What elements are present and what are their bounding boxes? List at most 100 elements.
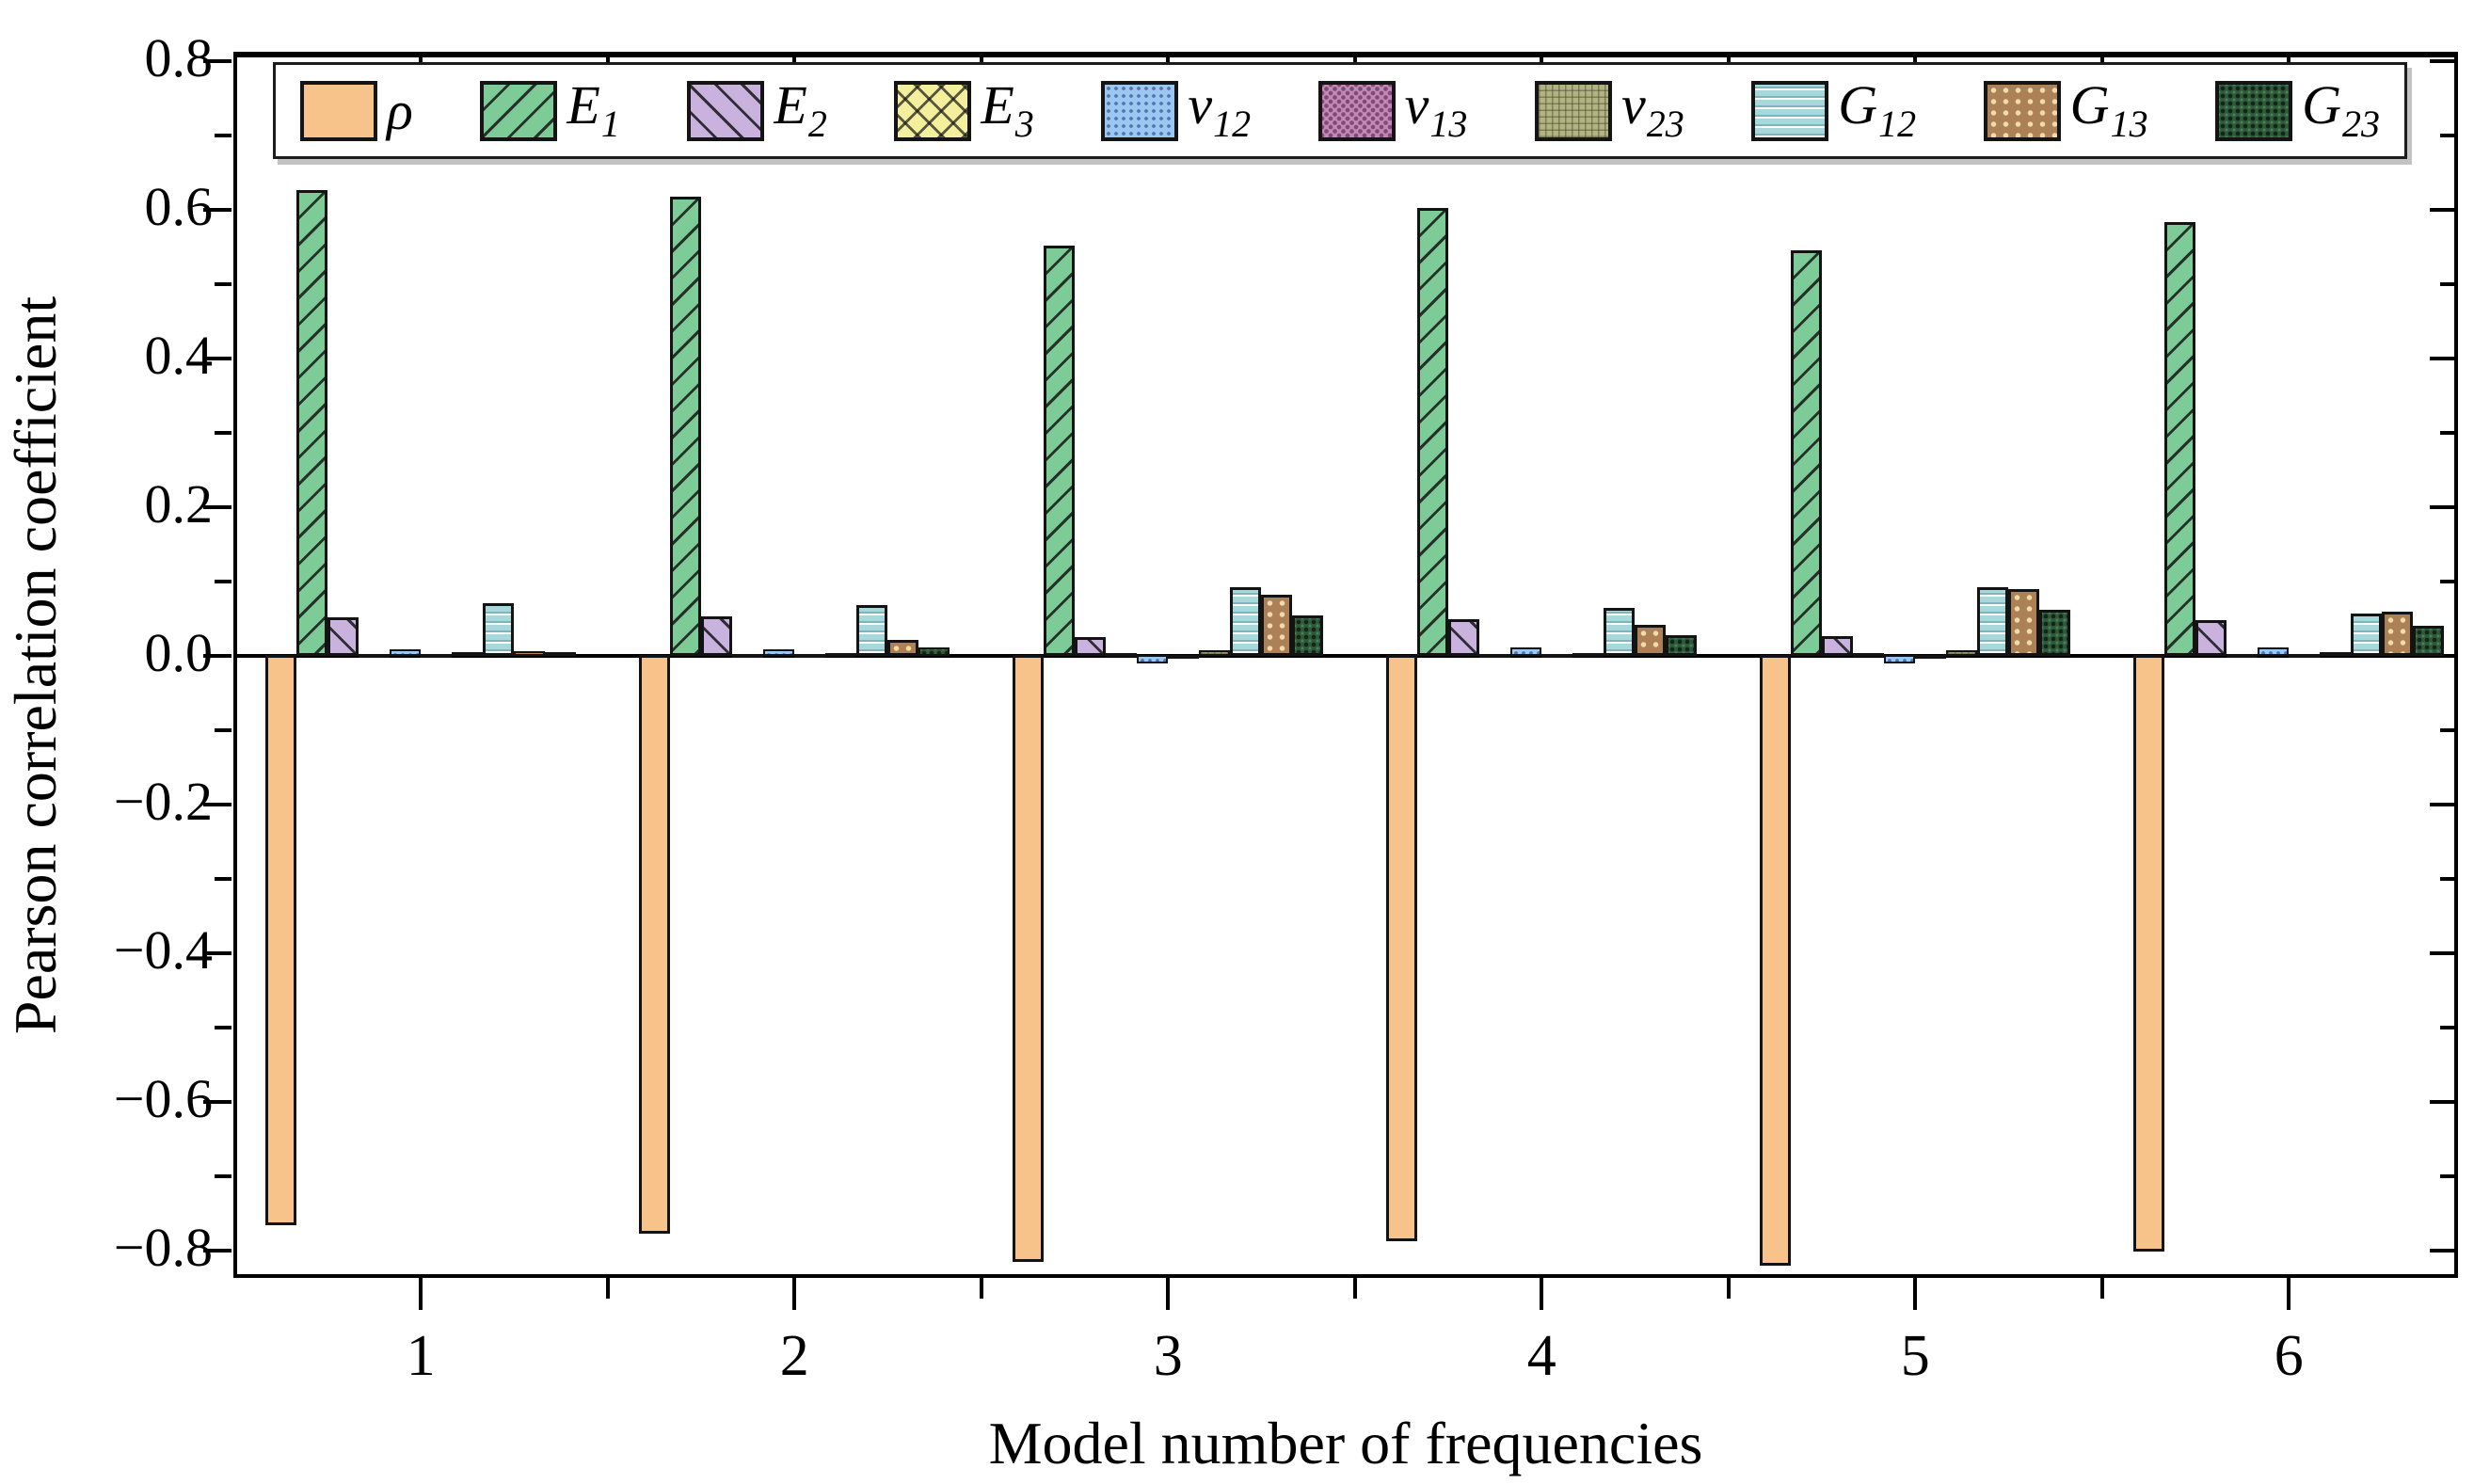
legend-label-E3: E3 [981,78,1033,143]
y-minor-tick-right [2440,282,2454,286]
legend-item-G23: G23 [2215,78,2380,143]
bar-E1-group6 [2164,222,2196,656]
bar-G12-group1 [483,603,515,656]
legend-item-E1: E1 [480,78,620,143]
legend-label-G12: G12 [1838,78,1916,143]
legend-label-G13: G13 [2070,78,2148,143]
bar-v12-group6 [2258,647,2290,656]
bar-v13-group1 [421,654,453,658]
bar-G12-group6 [2351,614,2383,656]
bar-v13-group2 [794,654,826,658]
bar-E1-group2 [670,197,702,656]
bar-E2-group6 [2195,620,2227,656]
y-tick-label: 0.0 [144,622,214,683]
y-major-tick-left [203,208,231,212]
x-minor-tick-bottom [2099,1278,2104,1299]
legend-swatch-v13 [1317,80,1396,141]
legend-item-rho: ρ [300,80,413,141]
x-tick-label: 4 [1526,1324,1556,1388]
bar-G13-group3 [1261,595,1293,656]
legend-label-subscript: 23 [1646,103,1684,145]
legend-item-E3: E3 [894,78,1034,143]
y-minor-tick-left [215,134,231,137]
bar-v23-group6 [2320,652,2352,656]
x-tick-label: 1 [406,1324,436,1388]
x-major-tick-bottom [2287,1278,2291,1310]
legend-label-G23: G23 [2302,78,2380,143]
y-major-tick-left [203,505,231,509]
legend-label-subscript: 12 [1213,103,1252,145]
legend-swatch-G13 [1983,80,2061,141]
x-major-tick-bottom [1913,1278,1918,1310]
plot-frame [233,52,2458,1278]
y-major-tick-right [2430,1249,2454,1253]
legend-label-main: ρ [387,79,413,141]
legend-item-v12: v12 [1101,78,1251,143]
bar-v12-group4 [1510,647,1542,656]
x-major-tick-bottom [1166,1278,1171,1310]
bar-E3-group4 [1479,654,1511,658]
bar-G12-group4 [1604,608,1636,656]
x-major-tick-bottom [792,1278,797,1310]
y-minor-tick-right [2440,728,2454,732]
bar-E2-group3 [1075,637,1107,656]
y-minor-tick-right [2440,1174,2454,1178]
bar-E1-group1 [296,190,328,656]
bar-G13-group6 [2382,612,2414,656]
y-minor-tick-left [215,1174,231,1178]
legend-swatch-G12 [1751,80,1829,141]
legend-label-subscript: 13 [2110,103,2148,145]
bar-v13-group5 [1915,655,1947,659]
bar-G23-group6 [2413,626,2445,656]
y-major-tick-left [203,59,231,63]
bar-G23-group3 [1292,615,1324,656]
y-minor-tick-left [215,1026,231,1029]
legend-label-main: E [981,74,1014,136]
y-major-tick-left [203,654,231,658]
bar-rho-group2 [639,655,671,1234]
legend-label-rho: ρ [387,83,413,138]
y-major-tick-right [2430,1100,2454,1104]
y-minor-tick-left [215,580,231,583]
legend-label-subscript: 3 [1014,103,1034,145]
bar-v12-group5 [1884,655,1916,663]
y-major-tick-right [2430,59,2454,63]
legend-swatch-v23 [1534,80,1612,141]
legend-label-v12: v12 [1188,78,1251,143]
bar-E2-group4 [1448,619,1480,656]
bar-E3-group6 [2227,654,2259,658]
y-tick-label: −0.8 [113,1217,213,1278]
legend-label-main: E [774,74,807,136]
legend-swatch-v12 [1101,80,1179,141]
x-axis-title: Model number of frequencies [988,1410,1703,1476]
y-major-tick-left [203,1249,231,1253]
y-tick-label: 0.8 [144,27,214,88]
legend-label-main: G [1838,74,1878,136]
bar-E3-group5 [1853,653,1885,657]
y-major-tick-left [203,951,231,955]
bar-v12-group1 [390,649,422,656]
bar-G23-group4 [1666,635,1698,656]
bar-G13-group4 [1635,625,1667,656]
bar-v23-group5 [1946,650,1978,656]
bar-E2-group1 [327,617,359,656]
y-minor-tick-left [215,877,231,881]
bar-G13-group2 [887,640,919,656]
bar-v13-group6 [2289,654,2321,658]
bar-v12-group3 [1137,655,1169,663]
x-minor-tick-bottom [1726,1278,1731,1299]
y-minor-tick-right [2440,580,2454,583]
x-major-tick-bottom [419,1278,423,1310]
bar-G23-group5 [2039,610,2071,656]
legend-label-main: G [2302,74,2341,136]
x-tick-label: 5 [1900,1324,1930,1388]
bar-E1-group3 [1044,246,1076,656]
y-tick-label: 0.2 [144,473,214,535]
legend-item-G12: G12 [1751,78,1916,143]
y-minor-tick-right [2440,877,2454,881]
legend-item-E2: E2 [687,78,827,145]
legend-label-E1: E1 [567,78,619,143]
legend-swatch-E1 [480,80,558,141]
legend-label-subscript: 2 [807,103,827,145]
